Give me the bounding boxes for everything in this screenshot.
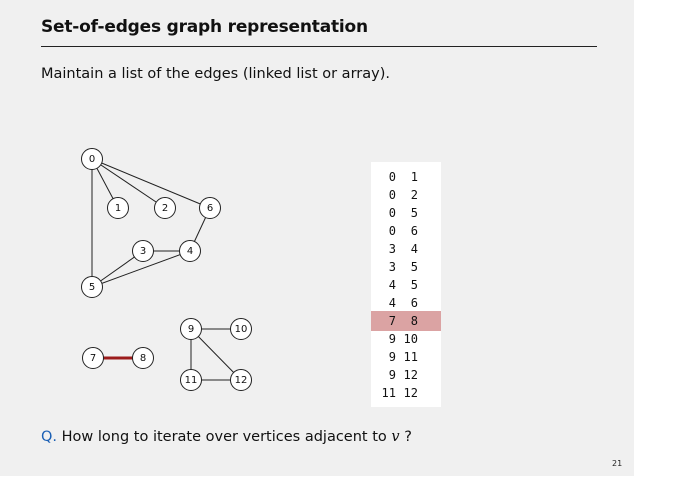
graph-edge-0-2 — [91, 158, 166, 209]
edge-endpoint-from: 0 — [388, 170, 396, 184]
edge-endpoint-from: 0 — [388, 224, 396, 238]
vertex-label: 7 — [90, 353, 96, 364]
edge-endpoint-from: 4 — [388, 278, 396, 292]
graph-vertex-0: 0 — [81, 148, 103, 170]
edge-list-row: 9 11 — [371, 348, 441, 366]
vertex-circle — [230, 318, 252, 340]
question-line: Q. How long to iterate over vertices adj… — [41, 429, 412, 445]
edge-endpoint-to: 12 — [403, 386, 418, 400]
question-text: How long to iterate over vertices adjace… — [61, 429, 387, 445]
vertex-circle — [81, 148, 103, 170]
edge-endpoint-to: 10 — [403, 332, 418, 346]
edge-endpoint-from: 0 — [388, 206, 396, 220]
vertex-circle — [179, 240, 201, 262]
slide: Set-of-edges graph representation Mainta… — [0, 0, 634, 476]
edge-list-row: 9 12 — [371, 366, 441, 384]
edge-list-row: 9 10 — [371, 330, 441, 348]
edge-endpoint-from: 3 — [388, 260, 396, 274]
vertex-label: 8 — [140, 353, 146, 364]
edge-endpoint-from: 4 — [388, 296, 396, 310]
graph-vertex-12: 12 — [230, 369, 252, 391]
edge-endpoint-to: 6 — [410, 296, 418, 310]
edge-endpoint-to: 8 — [410, 314, 418, 328]
vertex-label: 9 — [188, 324, 194, 335]
graph-vertex-10: 10 — [230, 318, 252, 340]
vertex-circle — [81, 276, 103, 298]
edge-list-row: 11 12 — [371, 384, 441, 402]
graph-vertex-1: 1 — [107, 197, 129, 219]
vertex-label: 2 — [162, 203, 168, 214]
vertex-label: 6 — [207, 203, 213, 214]
graph-edge-9-12 — [190, 328, 242, 381]
edge-endpoint-from: 9 — [388, 350, 396, 364]
vertex-circle — [180, 369, 202, 391]
vertex-circle — [82, 347, 104, 369]
edge-endpoint-to: 4 — [410, 242, 418, 256]
vertex-circle — [230, 369, 252, 391]
edge-endpoint-from: 3 — [388, 242, 396, 256]
question-variable: v — [391, 429, 400, 445]
slide-title: Set-of-edges graph representation — [41, 17, 368, 37]
graph-edge-0-6 — [91, 158, 211, 209]
edge-endpoint-to: 1 — [410, 170, 418, 184]
vertex-circle — [154, 197, 176, 219]
edge-endpoint-to: 5 — [410, 278, 418, 292]
graph-vertex-4: 4 — [179, 240, 201, 262]
edge-endpoint-from: 9 — [388, 368, 396, 382]
vertex-label: 12 — [235, 375, 248, 386]
slide-subtitle: Maintain a list of the edges (linked lis… — [41, 66, 390, 82]
vertex-label: 0 — [89, 154, 95, 165]
vertex-label: 5 — [89, 282, 95, 293]
vertex-circle — [132, 240, 154, 262]
edge-endpoint-to: 2 — [410, 188, 418, 202]
vertex-circle — [199, 197, 221, 219]
vertex-label: 11 — [185, 375, 198, 386]
edge-endpoint-to: 6 — [410, 224, 418, 238]
vertex-label: 1 — [115, 203, 121, 214]
vertex-circle — [132, 347, 154, 369]
vertex-label: 4 — [187, 246, 193, 257]
edge-endpoint-from: 9 — [388, 332, 396, 346]
edge-endpoint-to: 5 — [410, 206, 418, 220]
question-prefix: Q. — [41, 429, 58, 445]
edge-endpoint-to: 5 — [410, 260, 418, 274]
graph-vertex-11: 11 — [180, 369, 202, 391]
graph-vertex-5: 5 — [81, 276, 103, 298]
graph-vertex-2: 2 — [154, 197, 176, 219]
graph-vertex-9: 9 — [180, 318, 202, 340]
graph-vertex-3: 3 — [132, 240, 154, 262]
graph-edge-4-5 — [91, 250, 191, 288]
edge-endpoint-from: 11 — [381, 386, 396, 400]
graph-vertex-6: 6 — [199, 197, 221, 219]
question-suffix: ? — [404, 429, 412, 445]
edge-endpoint-from: 7 — [388, 314, 396, 328]
vertex-circle — [107, 197, 129, 219]
vertex-label: 3 — [140, 246, 146, 257]
edge-endpoint-to: 12 — [403, 368, 418, 382]
graph-vertex-7: 7 — [82, 347, 104, 369]
vertex-label: 10 — [235, 324, 248, 335]
page-number: 21 — [612, 459, 623, 468]
edge-endpoint-to: 11 — [403, 350, 418, 364]
graph-edges — [91, 158, 242, 381]
edge-endpoint-from: 0 — [388, 188, 396, 202]
title-divider — [41, 46, 597, 47]
vertex-circle — [180, 318, 202, 340]
graph-vertex-8: 8 — [132, 347, 154, 369]
